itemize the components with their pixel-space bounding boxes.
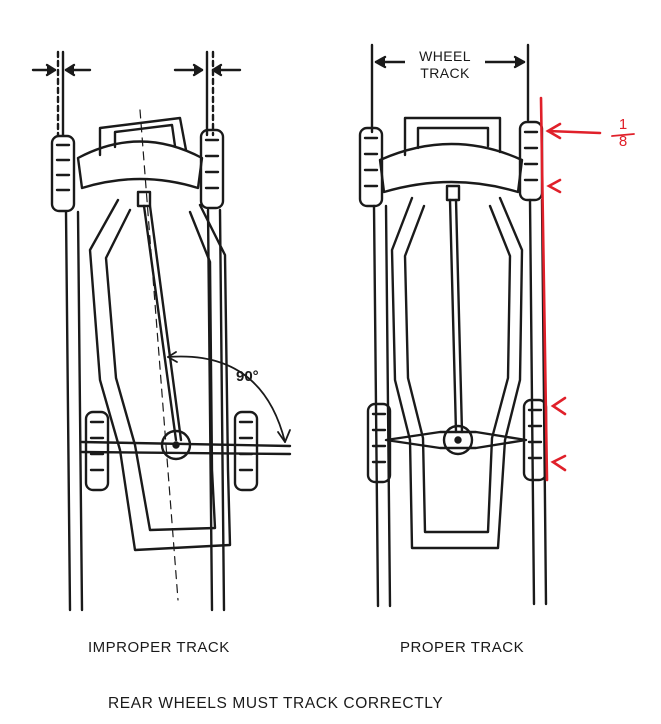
- figure-title: REAR WHEELS MUST TRACK CORRECTLY: [108, 695, 444, 712]
- fraction-denominator: 8: [618, 133, 628, 150]
- rear-wheel-right-proper: [522, 398, 548, 482]
- angle-indicator: [167, 351, 291, 443]
- front-wheel-left: [50, 134, 76, 213]
- angle-label: 90°: [236, 368, 259, 385]
- rear-wheel-left-proper: [366, 402, 392, 484]
- red-straightedge-annotation: [539, 96, 635, 482]
- improper-track-diagram: [31, 50, 292, 612]
- front-wheel-left-proper: [358, 126, 384, 208]
- improper-track-caption: IMPROPER TRACK: [88, 639, 230, 656]
- wheel-track-label-line1: WHEEL: [405, 48, 485, 64]
- wheel-track-label-line2: TRACK: [405, 65, 485, 81]
- fraction-numerator: 1: [618, 116, 628, 133]
- proper-track-caption: PROPER TRACK: [400, 639, 525, 656]
- rear-wheel-right: [233, 410, 259, 492]
- proper-track-diagram: [358, 43, 548, 608]
- top-offset-arrows: [31, 50, 242, 137]
- front-wheel-right: [199, 128, 225, 210]
- handwritten-fraction: 1 8: [612, 116, 634, 150]
- front-wheel-right-proper: [518, 120, 544, 202]
- rear-wheel-left: [84, 410, 110, 492]
